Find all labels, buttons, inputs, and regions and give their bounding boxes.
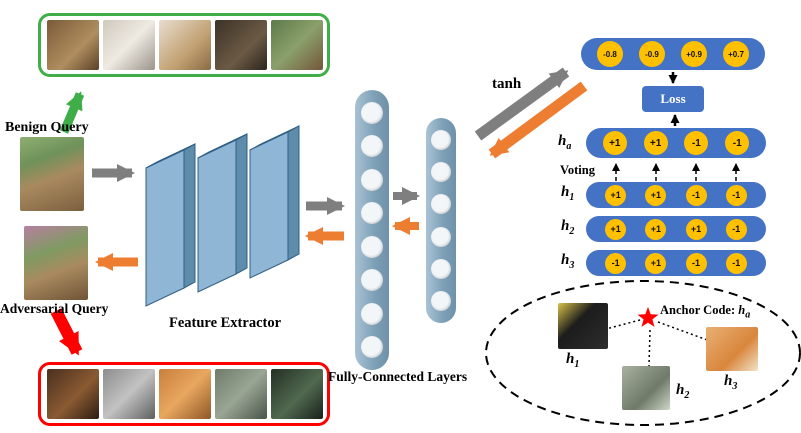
- benign-result-image-4: [215, 20, 267, 70]
- h1-row-label: h1: [561, 184, 575, 203]
- fc-layer-1: [355, 90, 389, 370]
- fc-layers-label: Fully-Connected Layers: [328, 369, 468, 384]
- adversarial-query-image: [24, 226, 88, 300]
- fc2-node-1: [431, 130, 451, 151]
- fc2-node-2: [431, 162, 451, 183]
- h2-bit-1: +1: [605, 218, 627, 240]
- h2-sample-image: [622, 366, 670, 410]
- fc1-node-2: [361, 135, 383, 158]
- tanh-output-value-2: -0.9: [639, 41, 665, 67]
- benign-result-image-1: [47, 20, 99, 70]
- benign-results-box: [38, 13, 330, 77]
- ha-bit-2: +1: [643, 131, 668, 155]
- h3-bit-1: -1: [605, 252, 627, 274]
- adversarial-result-image-5: [271, 369, 323, 419]
- h2-bit-4: -1: [725, 218, 747, 240]
- feature-extractor-slab-3: [249, 125, 300, 279]
- feature-extractor-slab-1: [145, 143, 196, 307]
- fc2-node-6: [431, 290, 451, 311]
- tanh-output-value-4: +0.7: [723, 41, 749, 67]
- adversarial-result-image-1: [47, 369, 99, 419]
- adversarial-results-box: [38, 362, 330, 426]
- ha-bit-4: -1: [725, 131, 750, 155]
- adversarial-result-image-4: [215, 369, 267, 419]
- feature-extractor-slab-2: [197, 133, 248, 293]
- ha-bit-3: -1: [684, 131, 709, 155]
- h1-code-pill: +1 +1 -1 -1: [586, 182, 766, 208]
- dotted-line-star-h2: [648, 329, 651, 367]
- h3-bit-2: +1: [645, 252, 667, 274]
- tanh-label: tanh: [492, 76, 522, 92]
- feature-extractor-label: Feature Extractor: [168, 315, 282, 331]
- h1-bit-1: +1: [605, 184, 627, 206]
- tanh-output-pill: -0.8 -0.9 +0.9 +0.7: [581, 38, 765, 70]
- benign-result-image-3: [159, 20, 211, 70]
- h1-bit-3: -1: [685, 184, 707, 206]
- voting-label: Voting: [560, 163, 595, 177]
- adversarial-result-image-2: [103, 369, 155, 419]
- anchor-star-icon: [637, 307, 659, 327]
- ha-code-pill: +1 +1 -1 -1: [586, 128, 766, 158]
- h2-row-label: h2: [561, 218, 575, 237]
- adversarial-result-image-3: [159, 369, 211, 419]
- h2-code-pill: +1 +1 +1 -1: [586, 216, 766, 242]
- tanh-output-value-3: +0.9: [681, 41, 707, 67]
- loss-box: Loss: [642, 86, 704, 112]
- fc2-node-4: [431, 226, 451, 247]
- h3-row-label: h3: [561, 252, 575, 271]
- h3-point-label: h3: [724, 373, 738, 392]
- adversarial-retrieval-arrow: [50, 308, 83, 356]
- benign-query-label: Benign Query: [5, 120, 89, 135]
- fc-layer-2: [426, 118, 456, 323]
- benign-result-image-5: [271, 20, 323, 70]
- h1-point-label: h1: [566, 351, 580, 370]
- fc1-node-8: [361, 336, 383, 359]
- tanh-output-value-1: -0.8: [597, 41, 623, 67]
- benign-query-image: [20, 137, 84, 211]
- adversarial-query-label: Adversarial Query: [0, 301, 109, 316]
- fc1-node-3: [361, 168, 383, 191]
- h1-sample-image: [558, 303, 608, 349]
- dotted-line-star-h3: [657, 321, 711, 342]
- anchor-code-label: Anchor Code: ha: [660, 303, 751, 321]
- ha-row-label: ha: [558, 133, 572, 152]
- h3-bit-3: -1: [685, 252, 707, 274]
- ha-bit-1: +1: [602, 131, 627, 155]
- h2-bit-3: +1: [685, 218, 707, 240]
- h3-bit-4: -1: [725, 252, 747, 274]
- fc1-node-6: [361, 269, 383, 292]
- fc2-node-5: [431, 258, 451, 279]
- h3-code-pill: -1 +1 -1 -1: [586, 250, 766, 276]
- fc1-node-7: [361, 302, 383, 325]
- h2-bit-2: +1: [645, 218, 667, 240]
- fc2-node-3: [431, 194, 451, 215]
- fc1-node-5: [361, 235, 383, 258]
- fc1-node-4: [361, 202, 383, 225]
- h2-point-label: h2: [676, 382, 690, 401]
- benign-result-image-2: [103, 20, 155, 70]
- dotted-line-star-h1: [605, 319, 641, 330]
- h3-sample-image: [706, 327, 758, 371]
- h1-bit-4: -1: [725, 184, 747, 206]
- h1-bit-2: +1: [645, 184, 667, 206]
- fc1-node-1: [361, 101, 383, 124]
